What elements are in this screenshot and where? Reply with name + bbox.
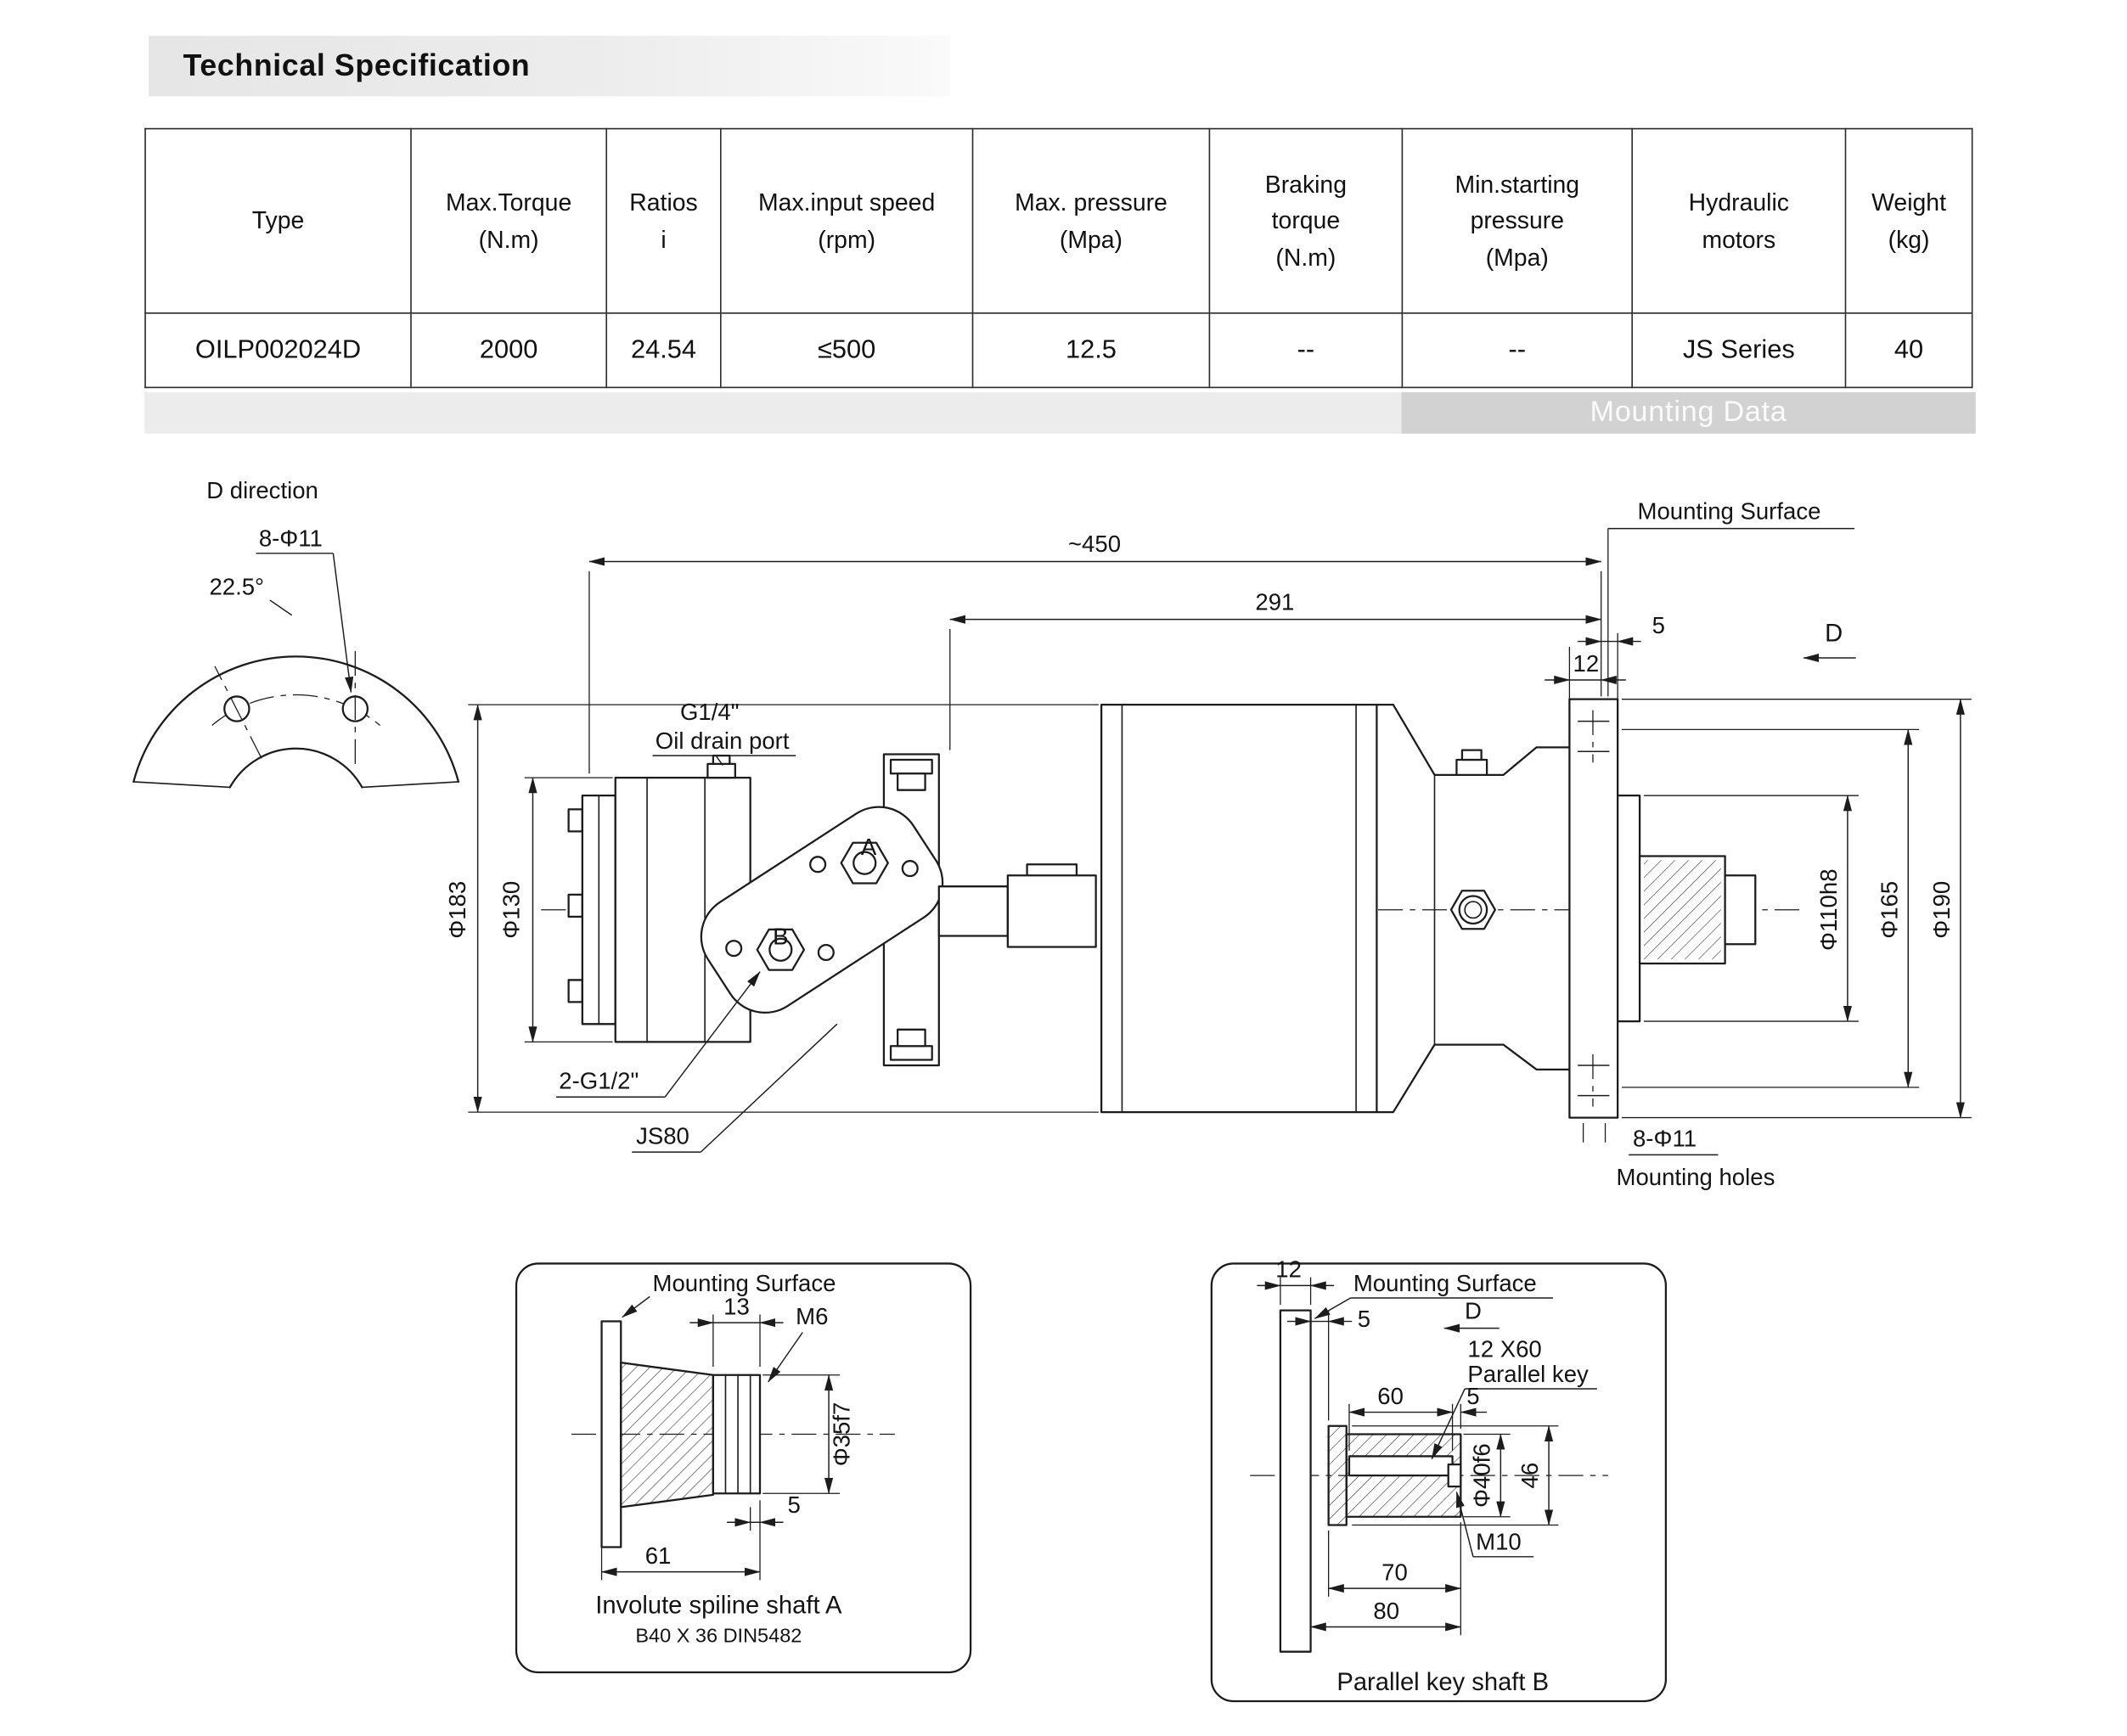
mounting-flange bbox=[1568, 698, 1641, 1119]
main-assembly-view: A B bbox=[444, 497, 1972, 1190]
port-b-label: B bbox=[773, 923, 788, 949]
page-title-band: Technical Specification bbox=[149, 36, 950, 97]
dim-dia-130: Φ130 bbox=[498, 881, 524, 939]
d-direction-holes-label: 8-Φ11 bbox=[259, 525, 323, 552]
header-braking-torque: Braking torque (N.m) bbox=[1208, 127, 1404, 314]
shaft-b-key bbox=[1348, 1455, 1454, 1477]
shaft-b-dim-46: 46 bbox=[1516, 1463, 1543, 1489]
oil-port-label: Oil drain port bbox=[656, 728, 790, 754]
shaft-b-tapped-hole bbox=[1447, 1464, 1462, 1488]
cell-max-pressure: 12.5 bbox=[971, 312, 1211, 389]
motor-series-label: JS80 bbox=[636, 1122, 689, 1149]
shaft-a-mounting-surface-label: Mounting Surface bbox=[653, 1270, 836, 1296]
dim-dia-183: Φ183 bbox=[444, 881, 470, 939]
shaft-b-detail: 12 Mounting Surface 5 D 12 X60 Parallel … bbox=[1210, 1256, 1668, 1703]
cell-braking-torque: -- bbox=[1208, 312, 1404, 389]
shaft-b-key-spec: 12 X60 bbox=[1467, 1336, 1541, 1362]
header-weight: Weight (kg) bbox=[1844, 127, 1973, 314]
cell-weight: 40 bbox=[1844, 312, 1973, 389]
spec-table-data-row: OILP002024D 2000 24.54 ≤500 12.5 -- -- J… bbox=[144, 312, 1973, 389]
shaft-b-flange bbox=[1279, 1309, 1312, 1653]
port-plate: A B bbox=[700, 806, 944, 1014]
shaft-b-thread-label: M10 bbox=[1476, 1529, 1522, 1555]
cell-ratios: 24.54 bbox=[605, 312, 722, 389]
cell-hydraulic-motors: JS Series bbox=[1631, 312, 1847, 389]
dim-dia-110h8: Φ110h8 bbox=[1815, 868, 1842, 951]
flange-holes-label: 8-Φ11 bbox=[1633, 1126, 1697, 1152]
dim-12: 12 bbox=[1573, 650, 1600, 677]
shaft-a-dia: Φ35f7 bbox=[828, 1402, 854, 1467]
work-ports-label: 2-G1/2" bbox=[559, 1068, 639, 1094]
header-max-pressure: Max. pressure (Mpa) bbox=[971, 127, 1211, 314]
shaft-b-dim-5-flange: 5 bbox=[1358, 1306, 1370, 1332]
shaft-b-dim-5-end: 5 bbox=[1466, 1383, 1479, 1409]
shaft-a-subcaption: B40 X 36 DIN5482 bbox=[635, 1624, 802, 1646]
dim-dia-165: Φ165 bbox=[1876, 881, 1902, 939]
cell-type: OILP002024D bbox=[144, 312, 412, 389]
header-max-input-speed: Max.input speed (rpm) bbox=[719, 127, 974, 314]
shaft-a-thread-label: M6 bbox=[796, 1303, 828, 1329]
dim-5: 5 bbox=[1652, 612, 1665, 638]
port-a-hex bbox=[840, 841, 889, 885]
shaft-b-shoulder bbox=[1327, 1424, 1348, 1526]
hydraulic-motor-outline bbox=[567, 755, 751, 1043]
mounting-holes-label: Mounting holes bbox=[1617, 1164, 1775, 1190]
port-b-hex bbox=[756, 928, 806, 971]
shaft-a-detail: Mounting Surface 13 M6 Φ35f7 5 61 Involu bbox=[515, 1262, 972, 1674]
shaft-b-direction-label: D bbox=[1465, 1297, 1482, 1323]
shaft-a-dim-13: 13 bbox=[723, 1293, 750, 1319]
shaft-b-box bbox=[1210, 1262, 1668, 1703]
d-direction-view: D direction 8-Φ11 22.5° bbox=[132, 477, 460, 789]
output-shaft bbox=[1638, 855, 1757, 965]
shaft-b-caption: Parallel key shaft B bbox=[1336, 1669, 1549, 1696]
header-ratios: Ratios i bbox=[605, 127, 722, 314]
shaft-b-mounting-surface-label: Mounting Surface bbox=[1353, 1270, 1537, 1296]
cell-max-input-speed: ≤500 bbox=[719, 312, 974, 389]
shaft-b-key-label: Parallel key bbox=[1467, 1361, 1589, 1387]
port-a-label: A bbox=[861, 834, 877, 860]
header-min-starting-pressure: Min.starting pressure (Mpa) bbox=[1401, 127, 1633, 314]
shaft-a-dim-5: 5 bbox=[787, 1492, 800, 1518]
shaft-b-dim-12: 12 bbox=[1275, 1256, 1302, 1283]
dim-dia-190: Φ190 bbox=[1928, 881, 1955, 939]
shaft-a-flange bbox=[600, 1320, 622, 1548]
main-dimensions: ~450 291 Mounting Surface D 5 bbox=[444, 497, 1972, 1190]
shaft-a-body bbox=[620, 1362, 715, 1508]
gearbox-housing bbox=[1100, 704, 1571, 1114]
shaft-b-dim-80: 80 bbox=[1373, 1598, 1399, 1624]
shaft-a-box bbox=[515, 1262, 972, 1674]
vent-plug bbox=[1455, 758, 1488, 776]
d-direction-angle-label: 22.5° bbox=[209, 573, 264, 599]
direction-d-label: D bbox=[1825, 621, 1843, 648]
spec-table: Type Max.Torque (N.m) Ratios i Max.input… bbox=[144, 127, 1973, 389]
header-type: Type bbox=[144, 127, 412, 314]
cell-max-torque: 2000 bbox=[410, 312, 608, 389]
mounting-data-banner: Mounting Data bbox=[1401, 392, 1976, 434]
dim-291: 291 bbox=[1255, 588, 1294, 615]
cell-min-starting-pressure: -- bbox=[1401, 312, 1633, 389]
spec-table-header-row: Type Max.Torque (N.m) Ratios i Max.input… bbox=[144, 127, 1973, 314]
shaft-b-dim-60: 60 bbox=[1377, 1383, 1404, 1409]
d-direction-title: D direction bbox=[206, 477, 318, 503]
shaft-a-spline bbox=[712, 1374, 762, 1495]
header-max-torque: Max.Torque (N.m) bbox=[410, 127, 608, 314]
oil-port-thread-label: G1/4" bbox=[680, 699, 740, 725]
mounting-surface-label: Mounting Surface bbox=[1638, 497, 1821, 524]
header-hydraulic-motors: Hydraulic motors bbox=[1631, 127, 1847, 314]
oil-drain-fitting bbox=[706, 762, 736, 779]
mounting-data-strip: Mounting Data bbox=[144, 392, 1976, 434]
shaft-a-caption: Involute spiline shaft A bbox=[595, 1592, 842, 1619]
dim-overall-length: ~450 bbox=[1068, 531, 1121, 557]
input-coupling bbox=[937, 863, 1097, 948]
center-nut bbox=[1449, 890, 1496, 930]
shaft-a-dim-61: 61 bbox=[645, 1542, 672, 1569]
shaft-b-dia: Φ40f6 bbox=[1468, 1443, 1494, 1508]
shaft-b-dim-70: 70 bbox=[1381, 1559, 1408, 1585]
page-title: Technical Specification bbox=[183, 48, 531, 83]
